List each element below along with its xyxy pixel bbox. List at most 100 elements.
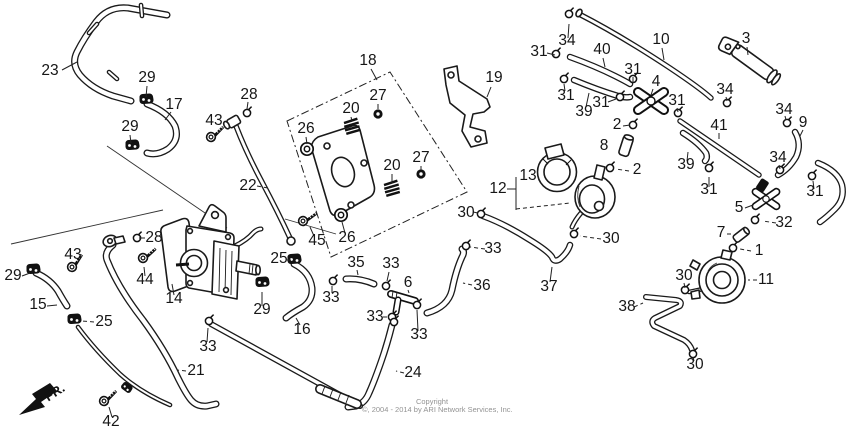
callout-29[interactable]: 29 <box>4 267 21 284</box>
callout-leader-31 <box>607 98 617 103</box>
callout-6[interactable]: 6 <box>404 274 413 291</box>
tubing <box>32 2 846 411</box>
callout-24[interactable]: 24 <box>404 364 422 381</box>
callout-40[interactable]: 40 <box>593 41 611 58</box>
callout-17[interactable]: 17 <box>165 96 182 113</box>
hose-31-right-core <box>816 161 845 224</box>
callout-23[interactable]: 23 <box>41 62 58 79</box>
callout-13[interactable]: 13 <box>519 167 536 184</box>
callout-31[interactable]: 31 <box>557 87 574 104</box>
callout-39[interactable]: 39 <box>575 103 592 120</box>
callout-21[interactable]: 21 <box>187 362 204 379</box>
callout-31[interactable]: 31 <box>700 181 717 198</box>
callout-25[interactable]: 25 <box>270 250 287 267</box>
callout-leader-42 <box>108 406 113 418</box>
callout-45[interactable]: 45 <box>308 232 325 249</box>
callout-leader-2 <box>615 168 630 172</box>
callout-19[interactable]: 19 <box>485 69 502 86</box>
callout-12-dash <box>515 202 571 210</box>
callout-3[interactable]: 3 <box>742 30 751 47</box>
callout-30[interactable]: 30 <box>686 356 704 373</box>
callout-28[interactable]: 28 <box>145 229 162 246</box>
callout-10[interactable]: 10 <box>652 31 670 48</box>
callout-8[interactable]: 8 <box>600 137 609 154</box>
callout-2[interactable]: 2 <box>613 116 622 133</box>
grommet-27-b <box>416 169 426 179</box>
callout-leader-30 <box>579 235 602 240</box>
callout-34[interactable]: 34 <box>558 32 576 49</box>
callout-33[interactable]: 33 <box>382 255 399 272</box>
tube-7 <box>732 226 751 243</box>
callout-leader-21 <box>176 369 187 372</box>
callout-41[interactable]: 41 <box>710 117 727 134</box>
callout-2[interactable]: 2 <box>633 161 642 178</box>
callout-31[interactable]: 31 <box>592 94 609 111</box>
callout-34[interactable]: 34 <box>775 101 793 118</box>
callout-31[interactable]: 31 <box>624 61 641 78</box>
callout-22[interactable]: 22 <box>239 177 256 194</box>
hose-21-core <box>104 242 219 409</box>
callout-29[interactable]: 29 <box>253 301 270 318</box>
callout-33[interactable]: 33 <box>322 289 339 306</box>
callout-leader-18 <box>370 68 378 81</box>
valve-12 <box>574 164 616 219</box>
callout-31[interactable]: 31 <box>530 43 547 60</box>
callout-15[interactable]: 15 <box>29 296 46 313</box>
callout-31[interactable]: 31 <box>668 92 685 109</box>
callout-9[interactable]: 9 <box>799 114 808 131</box>
callout-27[interactable]: 27 <box>412 149 429 166</box>
grommet-27-a <box>373 109 383 119</box>
callout-7[interactable]: 7 <box>717 224 726 241</box>
callout-33[interactable]: 33 <box>366 308 383 325</box>
callout-16[interactable]: 16 <box>293 321 310 338</box>
callout-38[interactable]: 38 <box>618 298 635 315</box>
callout-36[interactable]: 36 <box>473 277 490 294</box>
callout-25[interactable]: 25 <box>95 313 112 330</box>
callout-42[interactable]: 42 <box>102 413 119 430</box>
callout-leader-30 <box>472 211 479 214</box>
callout-28[interactable]: 28 <box>240 86 257 103</box>
gasket-plate <box>310 124 376 217</box>
callout-leader-31 <box>676 107 679 113</box>
callout-20[interactable]: 20 <box>342 100 360 117</box>
callout-35[interactable]: 35 <box>347 254 364 271</box>
callout-5[interactable]: 5 <box>735 199 744 216</box>
callout-20[interactable]: 20 <box>383 157 401 174</box>
callout-44[interactable]: 44 <box>136 271 154 288</box>
callout-leader-25 <box>81 320 95 323</box>
hose-21-fitting <box>102 234 126 248</box>
callout-43[interactable]: 43 <box>205 112 222 129</box>
callout-26[interactable]: 26 <box>338 229 355 246</box>
callout-33[interactable]: 33 <box>410 326 427 343</box>
callout-32[interactable]: 32 <box>775 214 792 231</box>
callout-43[interactable]: 43 <box>64 246 81 263</box>
callout-26[interactable]: 26 <box>297 120 314 137</box>
callout-27[interactable]: 27 <box>369 87 386 104</box>
clamp-29-b <box>125 139 140 151</box>
callout-leader-33 <box>206 327 209 343</box>
callout-30[interactable]: 30 <box>457 204 475 221</box>
callout-14[interactable]: 14 <box>165 290 183 307</box>
callout-31[interactable]: 31 <box>806 183 823 200</box>
callout-34[interactable]: 34 <box>716 81 734 98</box>
callout-30[interactable]: 30 <box>675 267 693 284</box>
callout-leader-19 <box>486 86 492 98</box>
callout-12[interactable]: 12 <box>489 180 506 197</box>
callout-29[interactable]: 29 <box>138 69 155 86</box>
hose-40-core <box>568 55 632 86</box>
callout-leader-33 <box>469 246 486 250</box>
callout-11[interactable]: 11 <box>758 271 774 288</box>
callout-34[interactable]: 34 <box>769 149 787 166</box>
callout-30[interactable]: 30 <box>602 230 620 247</box>
callout-33[interactable]: 33 <box>199 338 216 355</box>
callout-1[interactable]: 1 <box>755 242 764 259</box>
callout-18[interactable]: 18 <box>359 52 376 69</box>
callout-4[interactable]: 4 <box>652 73 661 90</box>
callout-12-bracket <box>507 177 517 210</box>
grommet-26-b <box>333 207 349 223</box>
callout-37[interactable]: 37 <box>540 278 557 295</box>
callout-leader-39 <box>585 92 590 108</box>
callout-39[interactable]: 39 <box>677 156 694 173</box>
callout-33[interactable]: 33 <box>484 240 501 257</box>
callout-29[interactable]: 29 <box>121 118 138 135</box>
